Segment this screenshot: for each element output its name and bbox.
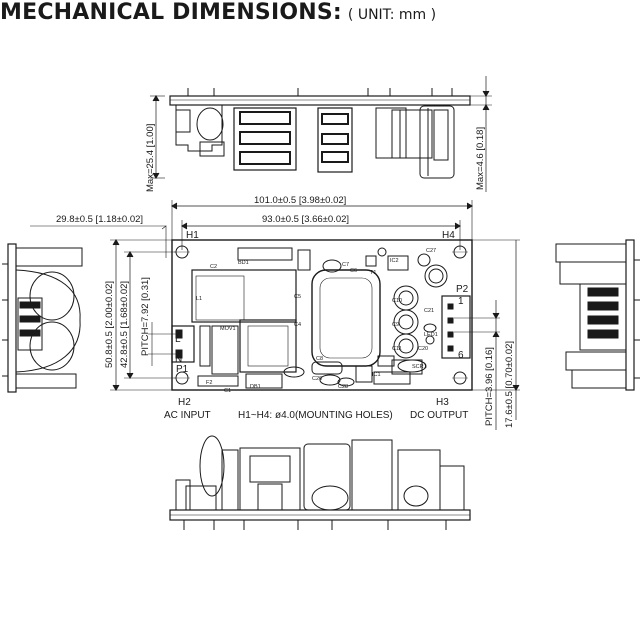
component-c4: C4 bbox=[294, 322, 301, 328]
component-c2: C2 bbox=[210, 264, 217, 270]
pcb-top-view bbox=[30, 200, 520, 430]
component-bd1: BD1 bbox=[238, 260, 249, 266]
pcb-thickness-dimension: Max=4.6 [0.18] bbox=[475, 127, 486, 190]
connector-label-p1: P1 bbox=[176, 364, 189, 375]
component-c1: C1 bbox=[224, 388, 231, 394]
component-c28: C28 bbox=[338, 384, 348, 390]
dc-offset-dimension: 17.6±0.5 [0.70±0.02] bbox=[504, 341, 515, 428]
component-c21: C21 bbox=[424, 308, 434, 314]
hole-label-h3: H3 bbox=[436, 397, 449, 408]
pin-label-6: 6 bbox=[458, 350, 464, 361]
right-side-view bbox=[555, 239, 640, 391]
component-f2: F2 bbox=[206, 380, 212, 386]
component-c8: C8 bbox=[316, 356, 323, 362]
component-db1: DB1 bbox=[250, 384, 261, 390]
component-c27: C27 bbox=[426, 248, 436, 254]
component-c26: C26 bbox=[312, 376, 322, 382]
hole-label-h4: H4 bbox=[442, 230, 455, 241]
left-side-view bbox=[2, 243, 83, 393]
component-c10: C10 bbox=[392, 298, 402, 304]
hole-spacing-x-dimension: 93.0±0.5 [3.66±0.02] bbox=[262, 214, 349, 225]
title-main: MECHANICAL DIMENSIONS: bbox=[0, 0, 342, 25]
connector-label-p2: P2 bbox=[456, 284, 469, 295]
ac-input-label: AC INPUT bbox=[164, 410, 211, 421]
dc-output-label: DC OUTPUT bbox=[410, 410, 468, 421]
component-led1: LED1 bbox=[424, 332, 438, 338]
title-unit: ( UNIT: mm ) bbox=[347, 7, 437, 23]
component-ic2: IC2 bbox=[390, 258, 399, 264]
top-side-view bbox=[150, 76, 492, 192]
component-c6: C6 bbox=[350, 268, 357, 274]
h1-offset-dimension: 29.8±0.5 [1.18±0.02] bbox=[56, 214, 143, 225]
pin-label-l: L bbox=[175, 334, 181, 345]
component-mov1: MOV1 bbox=[220, 326, 236, 332]
component-ic1: IC1 bbox=[372, 372, 381, 378]
component-c20: C20 bbox=[418, 346, 428, 352]
hole-spacing-y-dimension: 42.8±0.5 [1.68±0.02] bbox=[119, 281, 130, 368]
overall-width-dimension: 101.0±0.5 [3.98±0.02] bbox=[254, 195, 346, 206]
component-c11: C11 bbox=[392, 346, 402, 352]
max-height-dimension: Max=25.4 [1.00] bbox=[145, 124, 156, 192]
component-c5: C5 bbox=[294, 294, 301, 300]
component-c9: C9 bbox=[392, 322, 399, 328]
title: MECHANICAL DIMENSIONS: ( UNIT: mm ) bbox=[0, 0, 436, 26]
hole-label-h1: H1 bbox=[186, 230, 199, 241]
overall-depth-dimension: 50.8±0.5 [2.00±0.02] bbox=[104, 281, 115, 368]
mounting-holes-note: H1~H4: ø4.0(MOUNTING HOLES) bbox=[238, 410, 393, 421]
component-c7: C7 bbox=[342, 262, 349, 268]
component-scr1: SCR1 bbox=[412, 364, 427, 370]
component-l1: L1 bbox=[196, 296, 202, 302]
component-t1: T1 bbox=[370, 270, 376, 276]
dc-pitch-dimension: PITCH=3.96 [0.16] bbox=[484, 347, 495, 426]
pin-label-1: 1 bbox=[458, 296, 464, 307]
ac-pitch-dimension: PITCH=7.92 [0.31] bbox=[140, 277, 151, 356]
bottom-side-view bbox=[169, 435, 471, 530]
hole-label-h2: H2 bbox=[178, 397, 191, 408]
pin-label-n: N bbox=[175, 354, 182, 365]
